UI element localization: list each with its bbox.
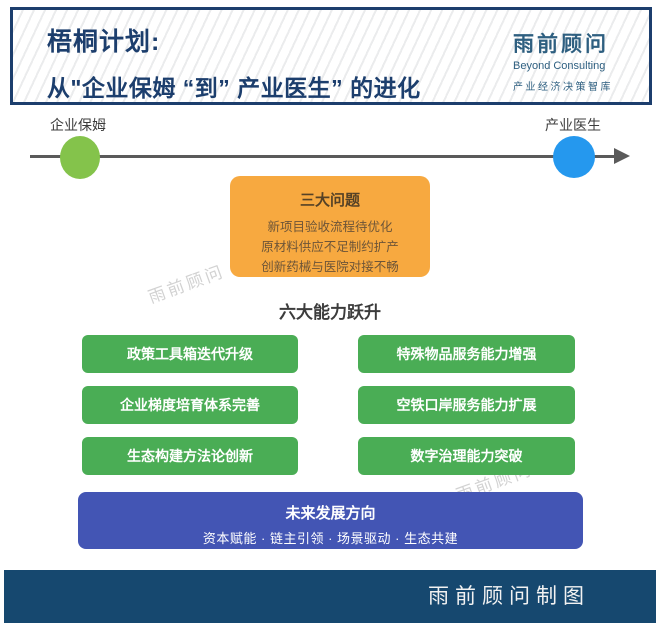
capability-card: 生态构建方法论创新 xyxy=(82,437,298,475)
page-subtitle: 从"企业保姆 “到” 产业医生” 的进化 xyxy=(47,75,421,101)
footer-credit: 雨前顾问制图 xyxy=(428,584,590,608)
capability-card: 政策工具箱迭代升级 xyxy=(82,335,298,373)
brand-logo-tagline: 产业经济决策智库 xyxy=(513,82,613,93)
header-banner: 梧桐计划: 从"企业保姆 “到” 产业医生” 的进化 雨前顾问 Beyond C… xyxy=(10,7,652,105)
problem-item: 创新药械与医院对接不畅 xyxy=(261,260,399,274)
timeline-start-dot xyxy=(60,136,100,179)
footer-bar: 雨前顾问制图 xyxy=(4,570,656,623)
title-block: 梧桐计划: 从"企业保姆 “到” 产业医生” 的进化 xyxy=(47,22,421,103)
problems-card-title: 三大问题 xyxy=(299,192,360,209)
brand-logo-english: Beyond Consulting xyxy=(513,60,606,72)
capability-card: 特殊物品服务能力增强 xyxy=(358,335,575,373)
timeline-end-dot xyxy=(553,136,595,178)
future-direction-title: 未来发展方向 xyxy=(285,505,376,522)
problem-item: 原材料供应不足制约扩产 xyxy=(261,240,399,254)
problems-card: 三大问题 新项目验收流程待优化 原材料供应不足制约扩产 创新药械与医院对接不畅 xyxy=(230,176,430,277)
future-direction-card: 未来发展方向 资本赋能 · 链主引领 · 场景驱动 · 生态共建 xyxy=(78,492,583,549)
brand-logo: 雨前顾问 Beyond Consulting 产业经济决策智库 xyxy=(513,28,633,93)
problems-list: 新项目验收流程待优化 原材料供应不足制约扩产 创新药械与医院对接不畅 xyxy=(230,217,430,277)
page-title: 梧桐计划: xyxy=(47,28,161,56)
capability-card: 空铁口岸服务能力扩展 xyxy=(358,386,575,424)
brand-logo-name: 雨前顾问 xyxy=(513,31,609,56)
future-direction-items: 资本赋能 · 链主引领 · 场景驱动 · 生态共建 xyxy=(202,531,459,546)
timeline-start-label: 企业保姆 xyxy=(50,117,106,133)
capability-card: 企业梯度培育体系完善 xyxy=(82,386,298,424)
capabilities-section-title: 六大能力跃升 xyxy=(279,303,381,322)
timeline-arrowhead-icon xyxy=(614,148,630,164)
capability-card: 数字治理能力突破 xyxy=(358,437,575,475)
timeline-axis xyxy=(30,155,618,158)
timeline-end-label: 产业医生 xyxy=(545,117,601,133)
problem-item: 新项目验收流程待优化 xyxy=(267,220,393,234)
